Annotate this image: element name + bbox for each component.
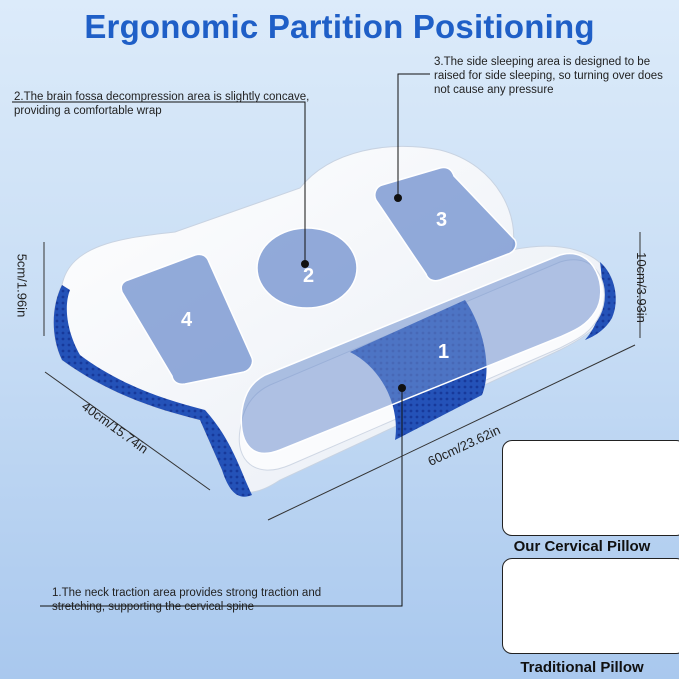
mesh-side-left: [53, 285, 252, 497]
traditional-panel: [502, 558, 679, 654]
leader-dot-2: [301, 260, 309, 268]
note-zone-2: 2.The brain fossa decompression area is …: [14, 91, 310, 117]
ours-panel: [502, 440, 679, 536]
zone-1-number: 1: [438, 341, 449, 363]
zone-1: [240, 252, 602, 455]
traditional-label: Traditional Pillow: [520, 659, 644, 676]
dim-line-length: [267, 344, 636, 521]
zone-4: [120, 253, 254, 385]
ours-label: Our Cervical Pillow: [513, 538, 651, 555]
zone-2: [256, 227, 358, 309]
mesh-side-right: [585, 262, 616, 340]
leader-line-2: [12, 101, 306, 262]
dim-line-width: [44, 371, 211, 491]
zone-2-number: 2: [303, 265, 314, 287]
note-zone-3: 3.The side sleeping area is designed to …: [434, 56, 663, 96]
leader-dot-1: [398, 384, 406, 392]
zone-3-number: 3: [436, 209, 447, 231]
leader-line-3: [397, 73, 430, 198]
leader-line-1: [40, 388, 403, 607]
zone-4-number: 4: [181, 309, 193, 331]
dim-height-left: 5cm/1.96in: [14, 253, 30, 318]
zone-3: [374, 166, 517, 282]
page-title: Ergonomic Partition Positioning: [84, 8, 595, 45]
dim-height-right: 10cm/3.93in: [633, 252, 649, 323]
note-zone-1: 1.The neck traction area provides strong…: [52, 587, 322, 613]
leader-dot-3: [394, 194, 402, 202]
